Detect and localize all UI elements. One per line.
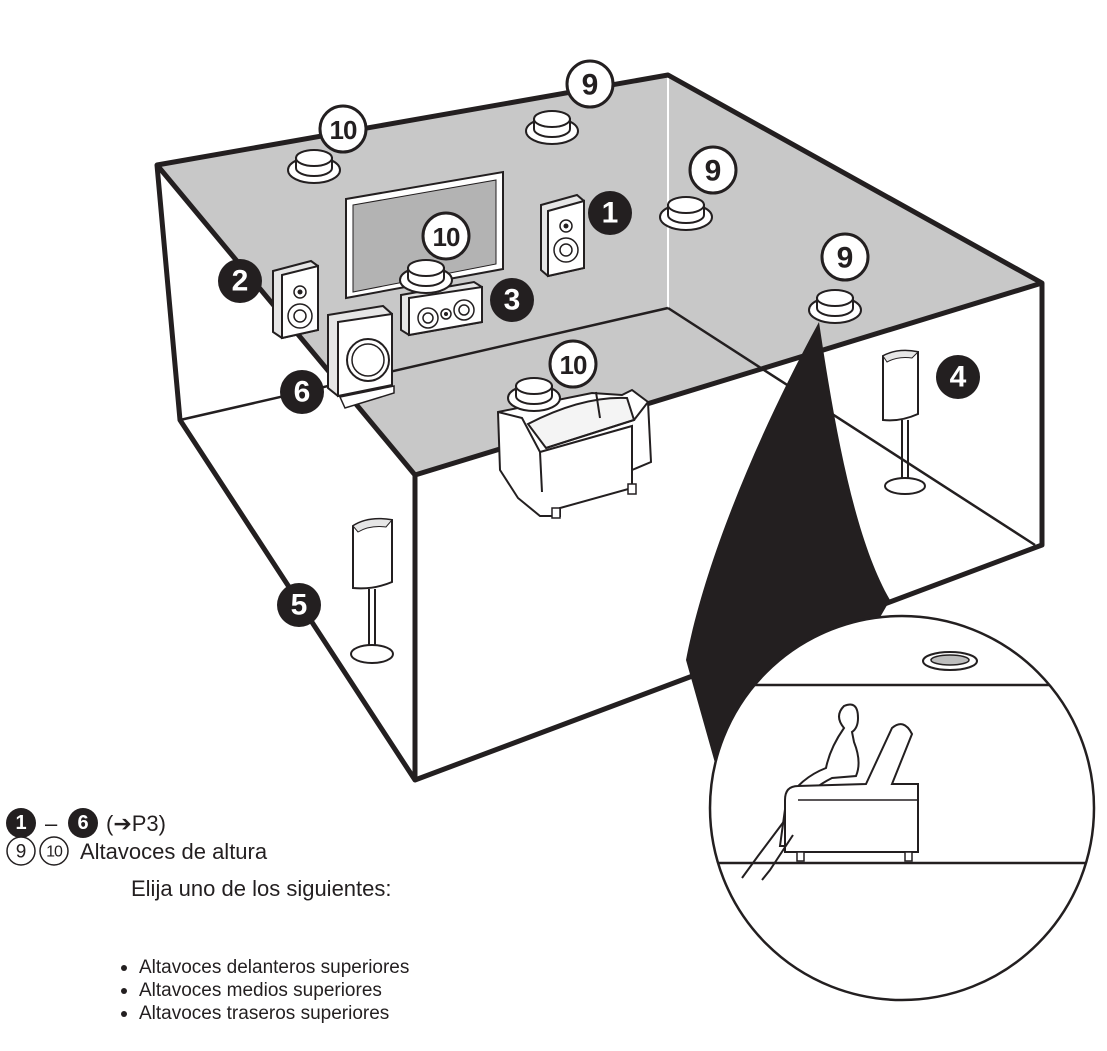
marker-9-right-front: 9 <box>820 232 870 282</box>
side-view-chair <box>784 723 919 853</box>
svg-text:10: 10 <box>330 115 357 145</box>
svg-text:5: 5 <box>291 589 308 622</box>
ceiling-speaker-top-middle <box>525 110 579 145</box>
room-outline <box>154 72 1045 783</box>
svg-text:4: 4 <box>950 361 967 394</box>
svg-text:2: 2 <box>232 265 249 298</box>
center-speaker <box>400 280 483 337</box>
front-right-speaker <box>540 193 585 278</box>
marker-3: 3 <box>490 278 534 322</box>
legend-dash: – <box>45 811 58 836</box>
svg-text:10: 10 <box>560 350 587 380</box>
legend-marker-1: 1 <box>6 808 36 838</box>
marker-9-right-wall: 9 <box>688 145 738 195</box>
seated-person <box>778 703 860 847</box>
svg-text:1: 1 <box>15 812 26 834</box>
svg-text:9: 9 <box>837 242 854 275</box>
zoom-detail-circle <box>708 614 1096 1002</box>
surround-right-speaker <box>882 349 926 495</box>
svg-text:9: 9 <box>705 155 722 188</box>
marker-2: 2 <box>218 259 262 303</box>
surround-left-speaker <box>350 517 394 664</box>
svg-text:10: 10 <box>433 222 460 252</box>
marker-4: 4 <box>936 355 980 399</box>
svg-text:9: 9 <box>582 69 599 102</box>
ceiling-speaker-middle-center <box>507 377 561 412</box>
legend-marker-10: 10 <box>39 836 69 866</box>
marker-10-top-left: 10 <box>318 104 368 154</box>
ceiling-speaker-right-wall <box>659 196 713 231</box>
marker-5: 5 <box>277 583 321 627</box>
ceiling-speaker-side-view <box>922 651 978 671</box>
legend-marker-6: 6 <box>68 808 98 838</box>
back-wall-left-edge <box>179 306 669 422</box>
marker-6: 6 <box>280 370 324 414</box>
sofa <box>496 388 653 519</box>
legend-marker-9: 9 <box>6 836 36 866</box>
ceiling-speaker-right-front <box>808 289 862 324</box>
ceiling-speaker-front-center <box>399 259 453 294</box>
ceiling-speaker-top-left <box>287 149 341 184</box>
svg-text:9: 9 <box>16 842 27 863</box>
front-left-speaker <box>272 259 319 340</box>
marker-9-top: 9 <box>565 59 615 109</box>
svg-text:1: 1 <box>602 197 619 230</box>
svg-text:3: 3 <box>504 284 521 317</box>
legend-range-ref: (➔P3) <box>106 811 166 836</box>
back-wall-right-edge <box>667 306 1036 547</box>
svg-text:6: 6 <box>77 812 88 834</box>
svg-text:6: 6 <box>294 376 311 409</box>
marker-10-middle-center: 10 <box>548 339 598 389</box>
marker-10-front-center: 10 <box>421 211 471 261</box>
legend-height-label: Altavoces de altura <box>80 839 268 864</box>
subwoofer <box>327 304 395 409</box>
marker-1: 1 <box>588 191 632 235</box>
svg-text:10: 10 <box>46 844 63 861</box>
